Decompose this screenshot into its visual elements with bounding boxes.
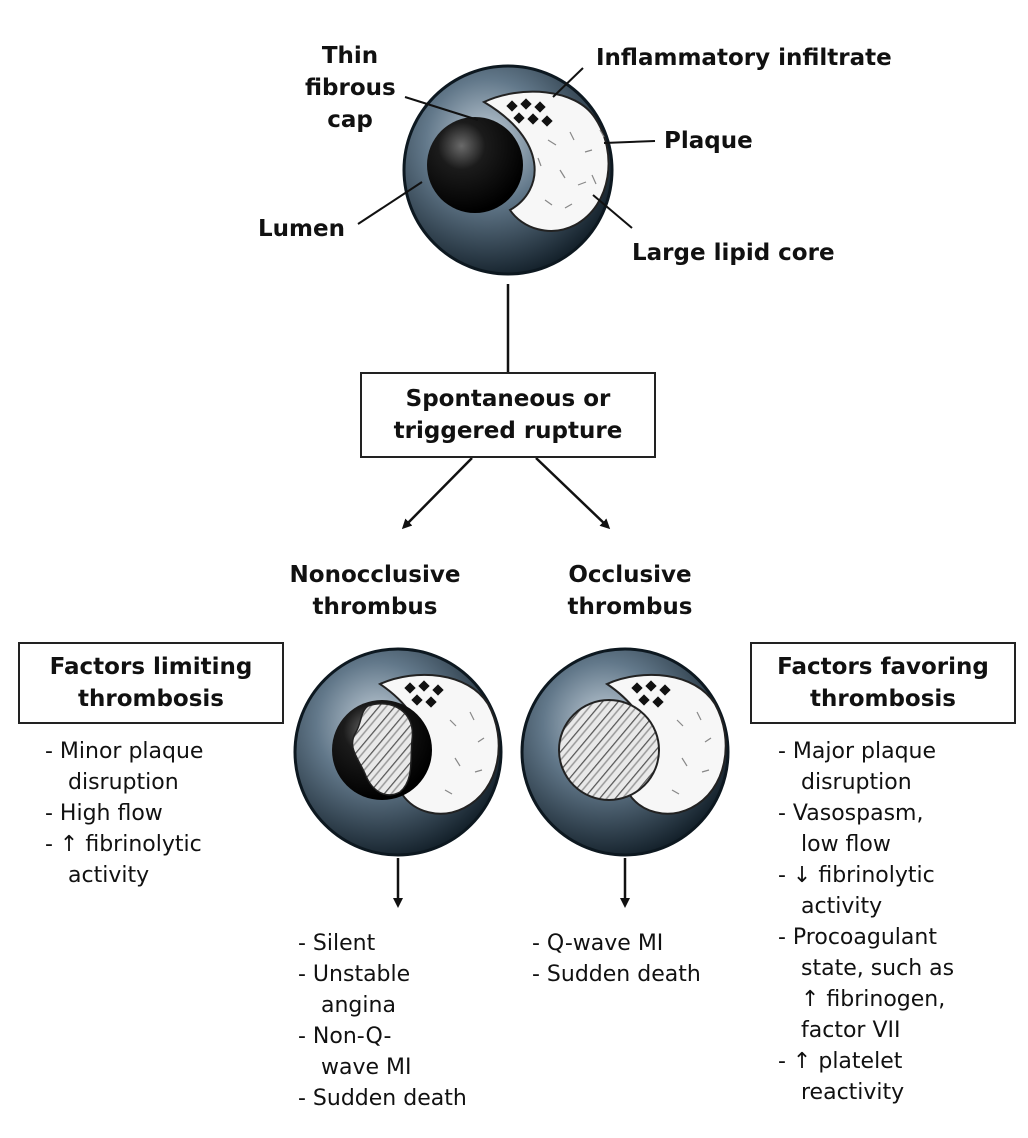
- list-item: - Sudden death: [298, 1083, 467, 1114]
- occlusive-thrombus-title: Occlusive thrombus: [510, 559, 750, 623]
- top-vessel: [404, 66, 612, 274]
- factors-favoring-box: Factors favoring thrombosis: [750, 642, 1016, 724]
- arrow-to-occlusive: [536, 458, 608, 527]
- inflammatory-infiltrate-label: Inflammatory infiltrate: [596, 42, 892, 74]
- top-lumen: [427, 117, 523, 213]
- lumen-label: Lumen: [258, 213, 345, 245]
- list-item: - High flow: [45, 798, 203, 829]
- list-item: - Vasospasm,low flow: [778, 798, 954, 860]
- list-item: - Non-Q-wave MI: [298, 1021, 467, 1083]
- rupture-box: Spontaneous or triggered rupture: [360, 372, 656, 458]
- factors-limiting-box: Factors limiting thrombosis: [18, 642, 284, 724]
- nonocclusive-vessel: [295, 649, 501, 855]
- list-item: - Q-wave MI: [532, 928, 701, 959]
- large-lipid-core-label: Large lipid core: [632, 237, 835, 269]
- arrow-to-nonocclusive: [404, 458, 472, 527]
- nonocclusive-thrombus-title: Nonocclusive thrombus: [255, 559, 495, 623]
- occlusive-outcomes-list: - Q-wave MI - Sudden death: [532, 928, 701, 990]
- list-item: - Sudden death: [532, 959, 701, 990]
- occlusive-vessel: [522, 649, 728, 855]
- plaque-label: Plaque: [664, 125, 753, 157]
- occlusive-thrombus: [559, 700, 659, 800]
- list-item: - Silent: [298, 928, 467, 959]
- thin-fibrous-cap-label: Thin fibrous cap: [305, 40, 395, 136]
